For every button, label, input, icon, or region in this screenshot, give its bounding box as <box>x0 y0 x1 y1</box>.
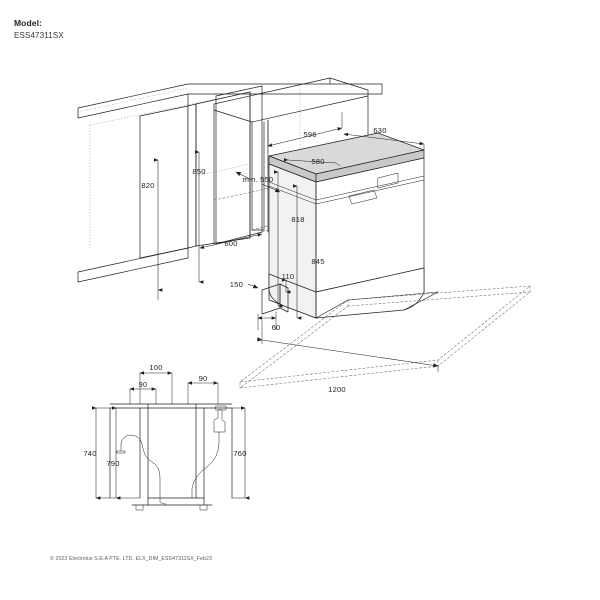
dim-label-760: 760 <box>233 449 246 458</box>
dim-label-150: 150 <box>230 280 243 289</box>
model-number: ESS47311SX <box>14 31 64 41</box>
dim-label-min550: min. 550 <box>243 175 274 184</box>
dimension-1200: 1200 <box>257 319 439 394</box>
dim-label-580: 580 <box>311 157 324 166</box>
dim-label-820: 820 <box>141 181 154 190</box>
dishwasher-unit <box>268 132 425 319</box>
dimension-630: 630 <box>343 126 425 151</box>
dimension-740: 740 <box>83 406 141 500</box>
dimension-850: 850 <box>192 150 205 284</box>
dim-label-850: 850 <box>192 167 205 176</box>
dim-label-600: 600 <box>224 239 237 248</box>
drain-icon <box>213 405 227 433</box>
plinth-detail: 150 110 60 <box>230 272 295 332</box>
dim-label-1200: 1200 <box>328 385 346 394</box>
dim-label-740: 740 <box>83 449 96 458</box>
dim-label-60: 60 <box>272 323 281 332</box>
dim-label-90-left: 90 <box>139 380 147 389</box>
dimension-790: 790 <box>106 406 121 500</box>
dim-label-818: 818 <box>291 215 304 224</box>
dimension-580: 580 <box>283 157 341 167</box>
dim-label-596: 596 <box>303 130 316 139</box>
dimension-820: 820 <box>141 158 163 301</box>
dim-label-90-right: 90 <box>199 374 208 383</box>
model-block: Model: ESS47311SX <box>14 18 64 42</box>
dimension-760: 760 <box>231 406 250 500</box>
services-diagram: 100 90 90 740 <box>83 363 250 511</box>
dimension-90-left: 90 <box>129 380 157 405</box>
dimension-596: 596 <box>267 111 343 147</box>
tap-icon <box>116 434 143 454</box>
dimension-845: 845 <box>293 184 324 320</box>
dim-label-845: 845 <box>311 257 324 266</box>
dim-label-790: 790 <box>106 459 119 468</box>
copyright-note: © 2023 Electrolux S.E.A PTE. LTD. ELX_DI… <box>50 556 212 562</box>
dim-label-100: 100 <box>149 363 162 372</box>
dimension-90-right: 90 <box>187 374 219 405</box>
model-label: Model: <box>14 18 42 28</box>
dim-label-110: 110 <box>282 272 295 281</box>
dimension-600: 600 <box>199 233 263 249</box>
dim-label-630: 630 <box>373 126 386 135</box>
